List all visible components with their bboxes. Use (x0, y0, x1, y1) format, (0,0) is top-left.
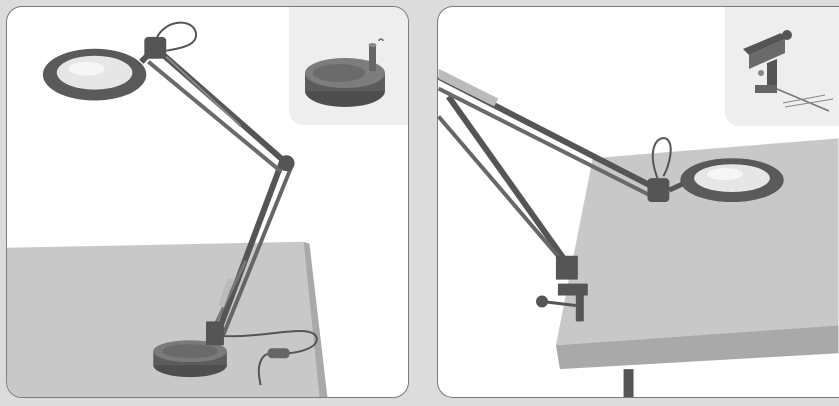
spring (217, 277, 234, 308)
lower-arm (446, 94, 579, 278)
inset-desk-clamp (725, 7, 839, 126)
lamp-on-clamp-illustration (438, 68, 839, 397)
inset-weighted-base (289, 7, 408, 125)
clamp-body (557, 283, 588, 296)
head-joint (647, 178, 670, 202)
cable-loop (155, 21, 198, 52)
lower-arm (211, 159, 286, 345)
table-edge (303, 241, 328, 397)
panel-desk-base-setup (6, 6, 409, 398)
desk-clamp-icon (743, 30, 834, 112)
table-edge (555, 325, 839, 370)
lamp-on-base-illustration (7, 21, 328, 397)
weighted-base-icon (305, 38, 385, 107)
cord-switch (267, 348, 290, 359)
clamp-knob (536, 295, 548, 308)
table-leg (623, 369, 634, 397)
table-top (7, 241, 320, 397)
power-cord (215, 329, 318, 386)
cable-loop (651, 137, 672, 179)
panel-desk-clamp-setup (437, 6, 839, 398)
spring (438, 68, 499, 107)
